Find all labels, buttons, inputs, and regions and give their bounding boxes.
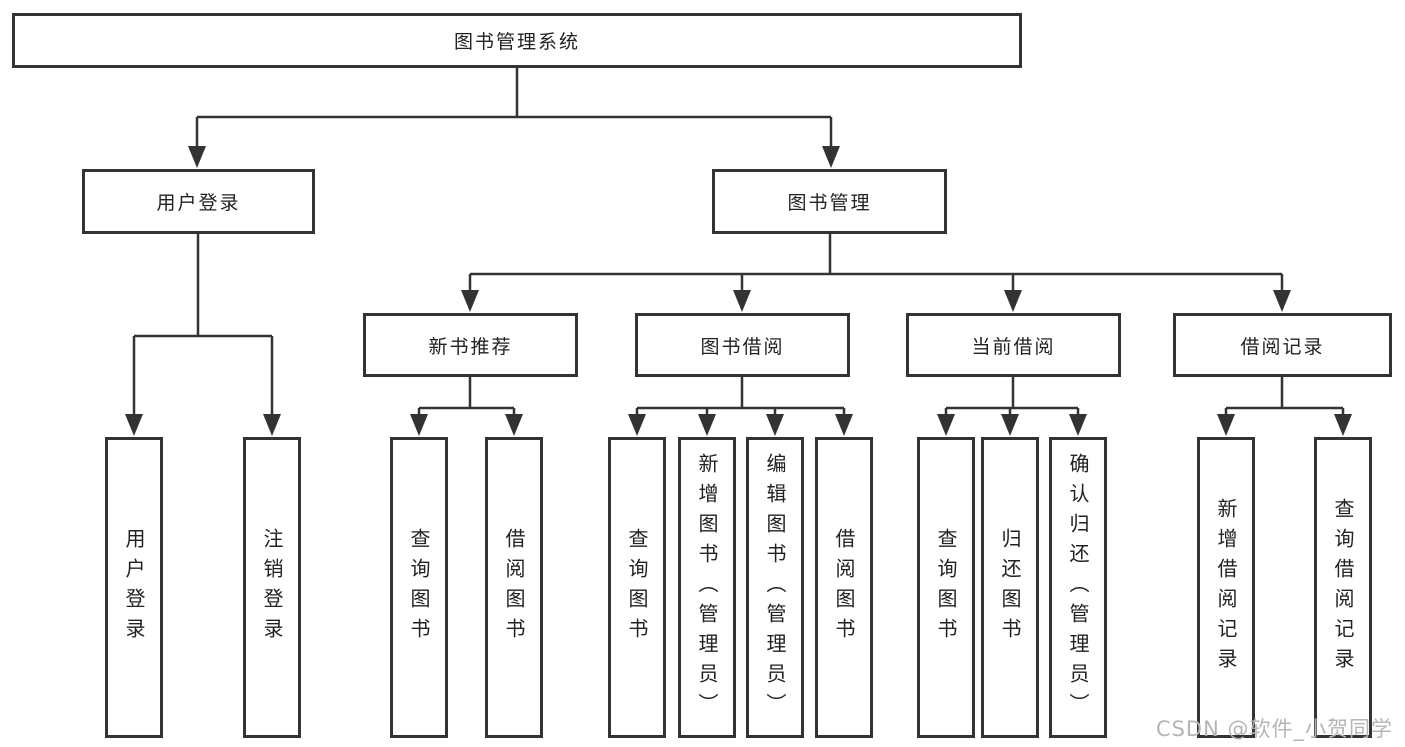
node-book-borrow-label: 图书借阅 bbox=[700, 335, 785, 358]
connector-book-management bbox=[468, 234, 1284, 292]
node-new-book-recommend-label: 新书推荐 bbox=[428, 335, 513, 358]
leaf-confirm-return-admin: 确认归还（管理员） bbox=[1049, 437, 1107, 738]
connector-user-login bbox=[132, 234, 274, 416]
leaf-edit-book-admin-label: 编辑图书（管理员） bbox=[763, 452, 787, 723]
leaf-query-book-current-label: 查询图书 bbox=[934, 527, 958, 648]
connector-new-book bbox=[417, 377, 516, 416]
leaf-query-borrow-record-label: 查询借阅记录 bbox=[1331, 497, 1355, 678]
leaf-confirm-return-admin-label: 确认归还（管理员） bbox=[1066, 452, 1090, 723]
node-borrow-record: 借阅记录 bbox=[1173, 313, 1392, 377]
node-user-login: 用户登录 bbox=[82, 169, 315, 234]
leaf-borrow-book-recommend-label: 借阅图书 bbox=[502, 527, 526, 648]
leaf-query-book-recommend: 查询图书 bbox=[390, 437, 448, 738]
leaf-user-login: 用户登录 bbox=[105, 437, 163, 738]
leaf-return-book: 归还图书 bbox=[981, 437, 1039, 738]
node-new-book-recommend: 新书推荐 bbox=[363, 313, 578, 377]
leaf-add-borrow-record: 新增借阅记录 bbox=[1197, 437, 1255, 738]
node-current-borrow-label: 当前借阅 bbox=[971, 335, 1056, 358]
node-user-login-label: 用户登录 bbox=[156, 192, 241, 214]
arrowheads bbox=[125, 146, 1352, 436]
leaf-add-book-admin-label: 新增图书（管理员） bbox=[695, 452, 719, 723]
leaf-return-book-label: 归还图书 bbox=[998, 527, 1022, 648]
leaf-query-book-recommend-label: 查询图书 bbox=[407, 527, 431, 648]
leaf-query-borrow-record: 查询借阅记录 bbox=[1314, 437, 1372, 738]
node-current-borrow: 当前借阅 bbox=[906, 313, 1121, 377]
leaf-edit-book-admin: 编辑图书（管理员） bbox=[746, 437, 804, 738]
leaf-logout: 注销登录 bbox=[243, 437, 301, 738]
node-root-label: 图书管理系统 bbox=[453, 31, 580, 53]
node-book-management: 图书管理 bbox=[712, 169, 947, 234]
node-borrow-record-label: 借阅记录 bbox=[1240, 335, 1325, 358]
leaf-query-book-borrow: 查询图书 bbox=[608, 437, 666, 738]
leaf-logout-label: 注销登录 bbox=[260, 527, 284, 648]
connector-root bbox=[195, 68, 833, 148]
leaf-borrow-book-recommend: 借阅图书 bbox=[485, 437, 543, 738]
leaf-user-login-label: 用户登录 bbox=[122, 527, 146, 648]
leaf-add-book-admin: 新增图书（管理员） bbox=[678, 437, 736, 738]
leaf-query-book-borrow-label: 查询图书 bbox=[625, 527, 649, 648]
leaf-borrow-book-label: 借阅图书 bbox=[832, 527, 856, 648]
connector-borrow-record bbox=[1224, 377, 1345, 416]
csdn-watermark: CSDN @软件_小贺同学 bbox=[1155, 717, 1393, 741]
node-root: 图书管理系统 bbox=[12, 13, 1022, 68]
leaf-query-book-current: 查询图书 bbox=[917, 437, 975, 738]
node-book-borrow: 图书借阅 bbox=[635, 313, 850, 377]
leaf-borrow-book: 借阅图书 bbox=[815, 437, 873, 738]
node-book-management-label: 图书管理 bbox=[787, 192, 872, 214]
leaf-add-borrow-record-label: 新增借阅记录 bbox=[1214, 497, 1238, 678]
connector-book-borrow bbox=[635, 377, 846, 416]
connector-current-borrow bbox=[944, 377, 1080, 416]
